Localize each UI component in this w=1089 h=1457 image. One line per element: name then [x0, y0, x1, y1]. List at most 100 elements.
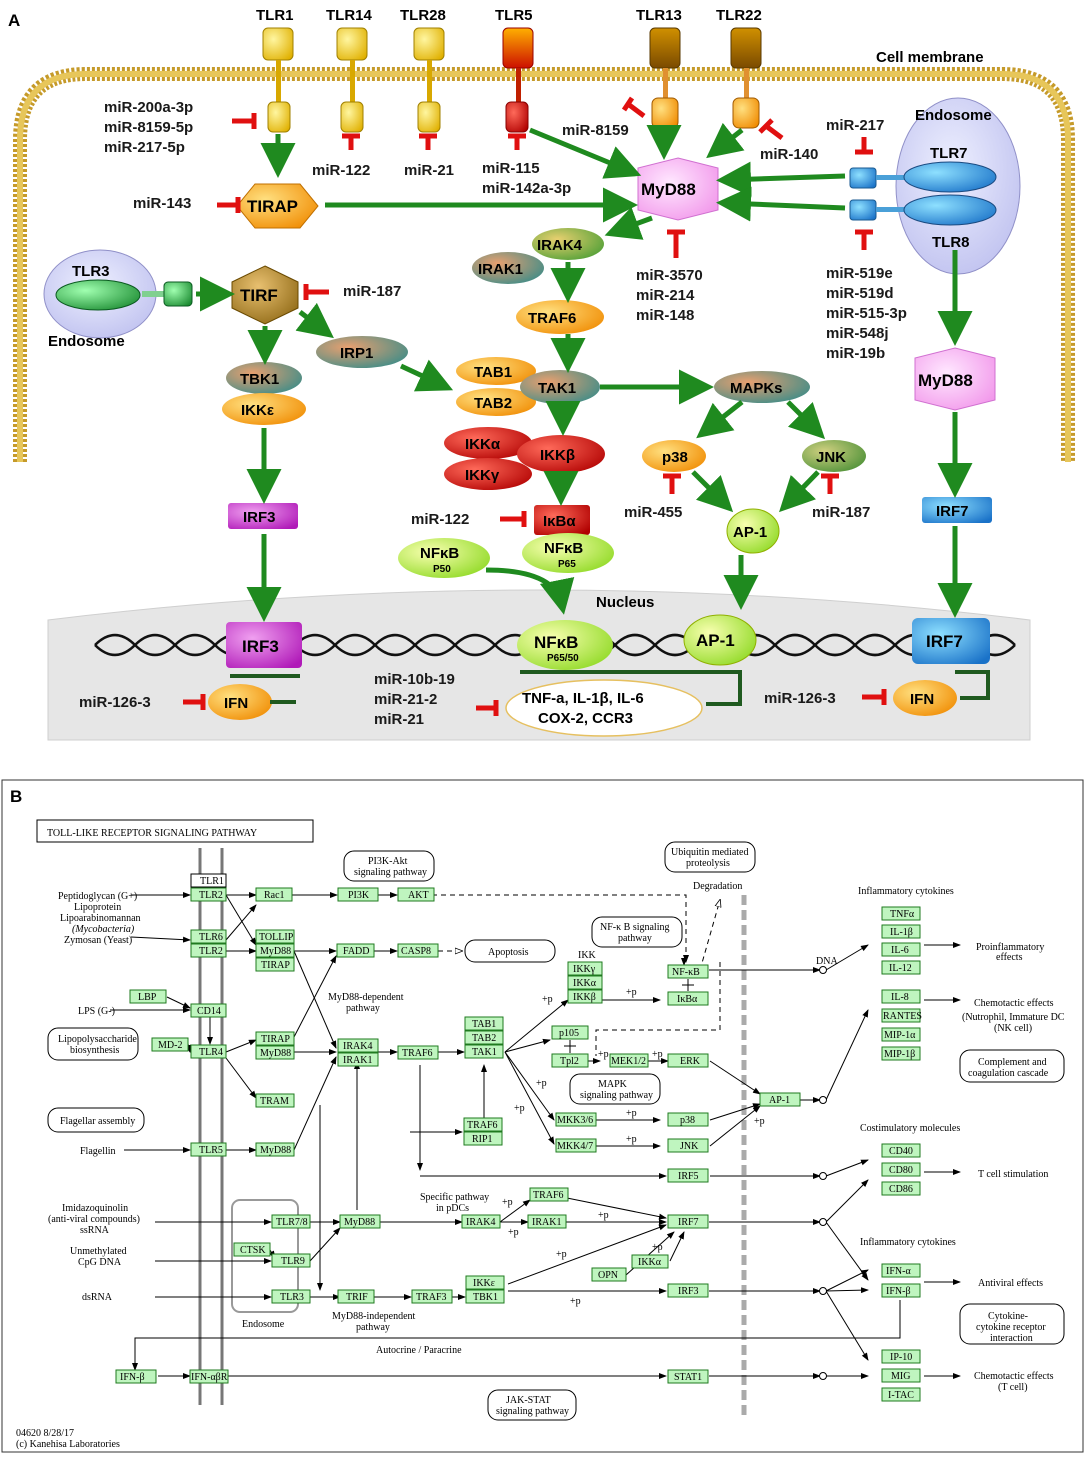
ikka-label: IKKα [465, 436, 501, 453]
gene-tab2: TAB2 [464, 1030, 504, 1045]
gene-tram: TRAM [255, 1093, 295, 1108]
ikke-node [222, 393, 306, 425]
svg-text:TLR9: TLR9 [281, 1256, 305, 1267]
gene-trif: TRIF [337, 1289, 375, 1304]
p38-node [642, 440, 706, 472]
mirna-ikba: miR-122 [411, 511, 469, 528]
svg-text:Chemotactic effects: Chemotactic effects [974, 1371, 1054, 1382]
svg-text:IFN-αβR: IFN-αβR [191, 1372, 228, 1383]
svg-text:TLR2: TLR2 [199, 890, 223, 901]
ap1-label: AP-1 [733, 524, 767, 541]
gene-tab1: TAB1 [464, 1016, 504, 1031]
gene-tlr78: TLR7/8 [271, 1214, 311, 1229]
kegg-complex-marks [564, 979, 694, 1053]
gene-cd40: CD40 [881, 1143, 921, 1158]
receptor-tlr14-label: TLR14 [326, 7, 373, 24]
gene-p38: p38 [667, 1112, 709, 1127]
svg-text:TRAM: TRAM [260, 1096, 289, 1107]
svg-text:LPS (G-): LPS (G-) [78, 1006, 115, 1017]
svg-text:TAB2: TAB2 [472, 1033, 496, 1044]
receptor-tlr22: TLR22 [716, 7, 762, 129]
endosome-left-label: Endosome [48, 333, 125, 350]
mirna-tlr13: miR-8159 [562, 122, 629, 139]
svg-text:Inflammatory cytokines: Inflammatory cytokines [858, 886, 954, 897]
svg-text:CTSK: CTSK [240, 1245, 266, 1256]
svg-text:TRAF3: TRAF3 [416, 1292, 447, 1303]
receptor-tlr28-label: TLR28 [400, 7, 446, 24]
svg-text:Ubiquitin mediated: Ubiquitin mediated [671, 847, 749, 858]
svg-text:(c) Kanehisa Laboratories: (c) Kanehisa Laboratories [16, 1439, 120, 1450]
gene-tlr5: TLR5 [190, 1142, 227, 1157]
inhibition-markers [183, 96, 887, 716]
svg-text:IFN-β: IFN-β [886, 1286, 911, 1297]
svg-text:NF-κ B signaling: NF-κ B signaling [600, 922, 670, 933]
irf7-nuclear-label: IRF7 [926, 632, 963, 651]
ifn-left-node [208, 684, 272, 720]
svg-text:+p: +p [626, 1134, 637, 1145]
svg-text:IRF5: IRF5 [678, 1171, 699, 1182]
svg-text:TLR4: TLR4 [199, 1047, 223, 1058]
irf7-label: IRF7 [936, 503, 969, 520]
mirna-tlr8-4: miR-548j [826, 325, 889, 342]
mirna-tlr1-2: miR-8159-5p [104, 119, 193, 136]
ikky-label: IKKγ [465, 467, 500, 484]
svg-text:TLR3: TLR3 [280, 1292, 304, 1303]
svg-text:MyD88: MyD88 [344, 1217, 375, 1228]
svg-text:IL-6: IL-6 [891, 945, 909, 956]
gene-myd88a: MyD88 [255, 943, 295, 958]
svg-text:IKKα: IKKα [638, 1257, 662, 1268]
irf3-nuclear-label: IRF3 [242, 637, 279, 656]
gene-irak1: IRAK1 [337, 1052, 379, 1067]
gene-tbk1: TBK1 [465, 1289, 505, 1304]
svg-text:STAT1: STAT1 [674, 1372, 702, 1383]
svg-text:in pDCs: in pDCs [436, 1203, 469, 1214]
tlr8-label: TLR8 [932, 234, 970, 251]
receptor-tlr1-label: TLR1 [256, 7, 294, 24]
svg-text:JNK: JNK [680, 1141, 699, 1152]
irak4-node [532, 228, 604, 260]
svg-text:TBK1: TBK1 [473, 1292, 498, 1303]
irf3-label: IRF3 [243, 509, 276, 526]
svg-text:Imidazoquinolin: Imidazoquinolin [62, 1203, 128, 1214]
gene-tirap-b: TIRAP [255, 1031, 295, 1046]
gene-opn: OPN [591, 1267, 627, 1282]
mirna-tlr8-2: miR-519d [826, 285, 894, 302]
svg-text:MD-2: MD-2 [158, 1040, 182, 1051]
svg-text:ssRNA: ssRNA [80, 1225, 110, 1236]
gene-ifnb: IFN-β [881, 1283, 921, 1298]
mirna-p38: miR-455 [624, 504, 682, 521]
svg-text:p38: p38 [680, 1115, 695, 1126]
tlr3-label: TLR3 [72, 263, 110, 280]
svg-text:LBP: LBP [138, 992, 157, 1003]
gene-itac: I-TAC [881, 1387, 921, 1402]
gene-tlr4: TLR4 [190, 1044, 227, 1059]
svg-text:+p: +p [754, 1116, 765, 1127]
gene-tlr2a: TLR2 [190, 887, 227, 902]
gene-irak4: IRAK4 [337, 1038, 379, 1053]
mirna-tlr1-1: miR-200a-3p [104, 99, 193, 116]
gene-tlr1: TLR1 [190, 873, 227, 888]
gene-ikka2: IKKα [631, 1254, 669, 1269]
mirna-tirap: miR-143 [133, 195, 191, 212]
mirna-tlr5-2: miR-142a-3p [482, 180, 571, 197]
svg-text:JAK-STAT: JAK-STAT [506, 1395, 551, 1406]
nfkb-p50-node [398, 538, 490, 578]
svg-text:CD86: CD86 [889, 1184, 913, 1195]
svg-text:dsRNA: dsRNA [82, 1292, 113, 1303]
irf7-node [922, 497, 992, 523]
mirna-ifn-left: miR-126-3 [79, 694, 151, 711]
tak1-label: TAK1 [538, 380, 576, 397]
gene-traf3: TRAF3 [411, 1289, 453, 1304]
gene-tlr6: TLR6 [190, 929, 227, 944]
svg-text:(Nutrophil, Immature DC: (Nutrophil, Immature DC [962, 1012, 1065, 1023]
cell-membrane-core [17, 71, 1071, 462]
svg-text:IκBα: IκBα [677, 994, 698, 1005]
nfkb-nuclear-label: NFκB [534, 633, 578, 652]
svg-text:TIRAP: TIRAP [261, 960, 290, 971]
mirna-tlr14: miR-122 [312, 162, 370, 179]
svg-text:+p: +p [652, 1049, 663, 1060]
tab2-label: TAB2 [474, 395, 512, 412]
svg-text:CpG DNA: CpG DNA [78, 1257, 122, 1268]
svg-text:signaling pathway: signaling pathway [580, 1090, 653, 1101]
